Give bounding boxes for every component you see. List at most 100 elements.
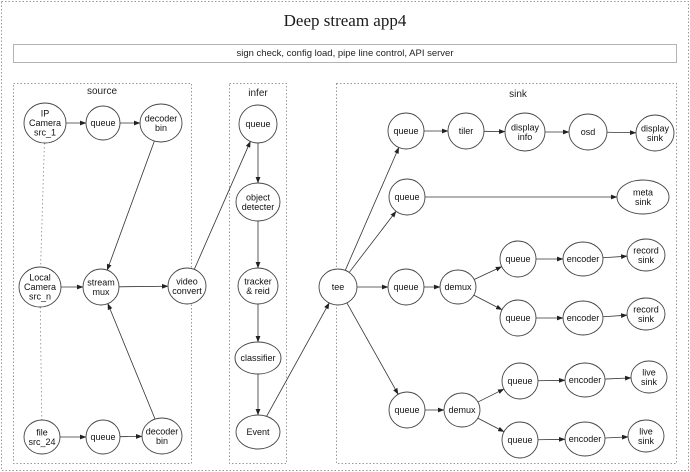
control-bar-text: sign check, config load, pipe line contr… xyxy=(236,48,454,59)
edge-tee-to-q1 xyxy=(344,147,400,271)
node-label-tiler: tiler xyxy=(459,126,474,136)
node-q3: queue xyxy=(387,268,425,306)
node-label-q4: queue xyxy=(505,254,530,264)
node-label-q8: queue xyxy=(507,435,532,445)
node-demux2: demux xyxy=(443,392,481,428)
node-q_src2: queue xyxy=(85,419,121,455)
node-enc3: encoder xyxy=(564,362,606,398)
node-shape-q8 xyxy=(501,421,539,459)
section-label-sink: sink xyxy=(509,89,528,100)
node-shape-smux xyxy=(82,268,120,306)
node-shape-local_camera xyxy=(18,266,62,308)
section-box-sink xyxy=(336,83,677,464)
node-label-event: Event xyxy=(246,427,270,437)
control-bar: sign check, config load, pipe line contr… xyxy=(13,44,677,63)
node-enc1: encoder xyxy=(562,241,604,277)
edge-enc3-to-lsink1 xyxy=(604,375,632,381)
edge-vconv-to-q_inf xyxy=(193,141,251,270)
edge-demux2-to-q7 xyxy=(477,388,505,403)
page-title: Deep stream app4 xyxy=(283,11,407,30)
edges-layer xyxy=(39,120,637,442)
node-q7: queue xyxy=(501,362,539,400)
node-shape-dec2 xyxy=(141,417,183,455)
node-shape-event xyxy=(235,414,281,450)
node-label-q6: queue xyxy=(394,405,419,415)
node-shape-dec1 xyxy=(139,103,183,143)
node-shape-demux1 xyxy=(439,269,477,305)
node-shape-enc4 xyxy=(564,421,606,457)
edge-ip_camera-to-local_camera xyxy=(40,142,45,268)
node-q2: queue xyxy=(388,178,426,216)
node-q_src1: queue xyxy=(85,105,121,141)
node-label-enc3: encoder xyxy=(569,375,602,385)
node-shape-enc2 xyxy=(562,300,604,336)
node-shape-demux2 xyxy=(443,392,481,428)
edge-enc2-to-rsink2 xyxy=(602,313,628,318)
node-shape-msink xyxy=(616,179,670,215)
node-shape-tracker xyxy=(237,267,279,305)
edge-tee-to-q6 xyxy=(346,302,399,395)
node-shape-dsink xyxy=(635,114,675,152)
edge-dec2-to-smux xyxy=(107,303,156,420)
node-demux1: demux xyxy=(439,269,477,305)
node-shape-ip_camera xyxy=(23,102,67,144)
node-tee: tee xyxy=(318,268,358,306)
node-shape-objdet xyxy=(235,182,281,222)
node-shape-q7 xyxy=(501,362,539,400)
node-shape-q_src1 xyxy=(85,105,121,141)
node-shape-q_inf xyxy=(238,104,278,144)
node-label-q_src2: queue xyxy=(90,432,115,442)
node-label-demux2: demux xyxy=(448,405,476,415)
node-shape-q1 xyxy=(387,112,425,150)
edge-smux-to-vconv xyxy=(118,283,169,289)
section-box-infer xyxy=(229,83,287,464)
edge-enc4-to-lsink2 xyxy=(604,434,629,440)
node-label-osd: osd xyxy=(581,127,596,137)
edge-demux1-to-q5 xyxy=(473,294,503,311)
node-label-q5: queue xyxy=(505,313,530,323)
node-shape-q3 xyxy=(387,268,425,306)
node-shape-lsink1 xyxy=(630,360,668,394)
node-shape-classifier xyxy=(234,341,282,375)
node-shape-rsink2 xyxy=(626,297,666,331)
node-shape-file24 xyxy=(23,419,61,455)
node-shape-enc3 xyxy=(564,362,606,398)
edge-tee-to-q2 xyxy=(348,210,397,273)
node-shape-osd xyxy=(568,113,608,151)
edge-dec1-to-smux xyxy=(106,140,155,271)
node-shape-q2 xyxy=(388,178,426,216)
node-shape-q4 xyxy=(499,240,537,278)
node-event: Event xyxy=(235,414,281,450)
node-classifier: classifier xyxy=(234,341,282,375)
node-shape-rsink1 xyxy=(626,238,666,272)
edge-enc1-to-rsink1 xyxy=(602,254,628,259)
